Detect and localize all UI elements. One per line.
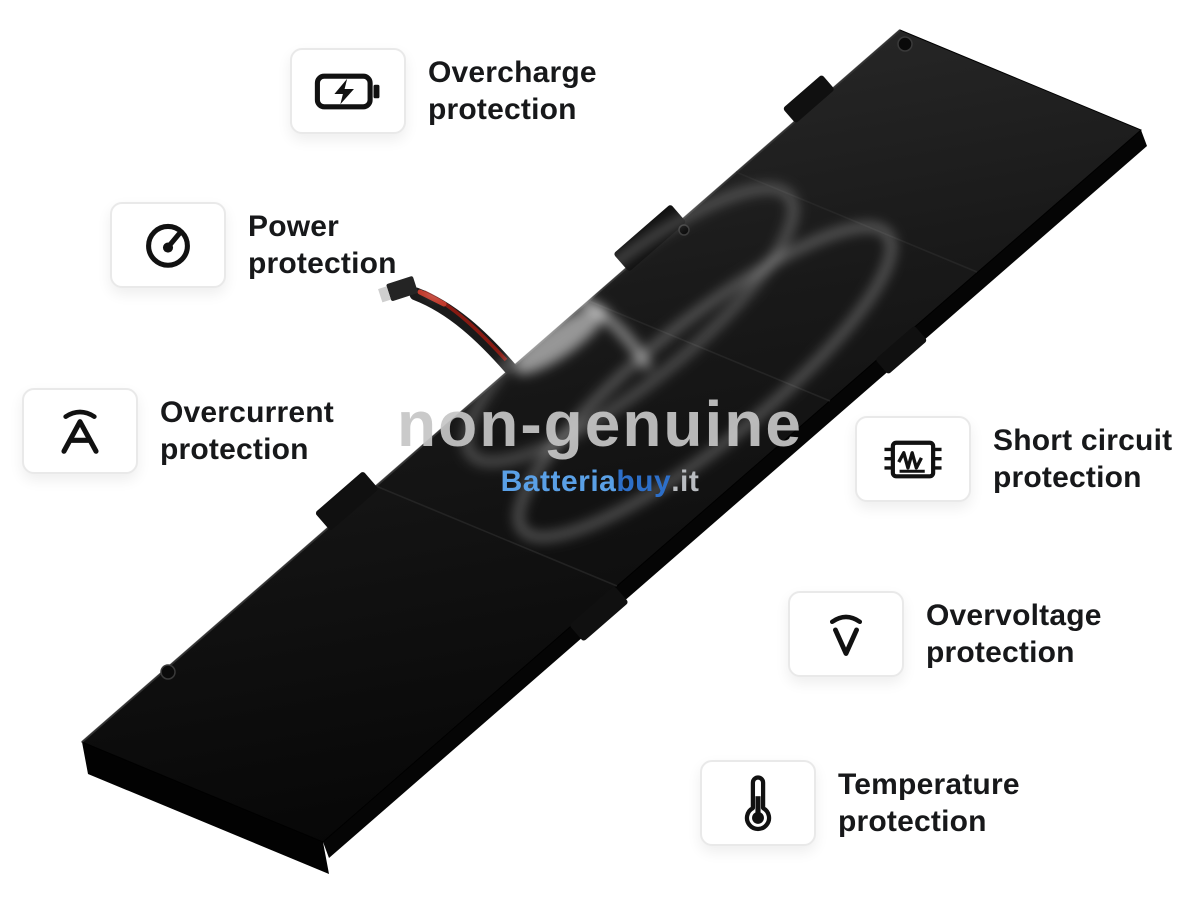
battery-charging-icon xyxy=(290,48,406,134)
callout-line2: protection xyxy=(926,636,1075,669)
callout-label: Temperature protection xyxy=(838,766,1020,840)
ampere-arc-icon xyxy=(22,388,138,474)
callout-line2: protection xyxy=(248,247,397,280)
gauge-icon xyxy=(110,202,226,288)
callout-line1: Overcurrent xyxy=(160,396,334,429)
callout-overvoltage-protection: Overvoltage protection xyxy=(788,591,1102,677)
battery-screw-holes xyxy=(160,36,913,680)
callout-line1: Short circuit xyxy=(993,424,1173,457)
callout-label: Overcurrent protection xyxy=(160,394,334,468)
smoke-swirl xyxy=(427,183,896,542)
callout-line1: Overvoltage xyxy=(926,599,1102,632)
callout-line1: Temperature xyxy=(838,768,1020,801)
callout-line2: protection xyxy=(428,93,577,126)
callout-overcurrent-protection: Overcurrent protection xyxy=(22,388,334,474)
callout-label: Overvoltage protection xyxy=(926,597,1102,671)
thermometer-icon xyxy=(700,760,816,846)
volt-arc-icon xyxy=(788,591,904,677)
callout-label: Overcharge protection xyxy=(428,54,597,128)
circuit-chip-icon xyxy=(855,416,971,502)
callout-line2: protection xyxy=(838,805,987,838)
callout-temperature-protection: Temperature protection xyxy=(700,760,1020,846)
battery-side-faces xyxy=(82,130,1147,874)
callout-overcharge-protection: Overcharge protection xyxy=(290,48,597,134)
cable-connector xyxy=(378,276,418,303)
callout-line2: protection xyxy=(160,433,309,466)
callout-line1: Overcharge xyxy=(428,56,597,89)
battery-cable xyxy=(378,276,517,375)
callout-label: Power protection xyxy=(248,208,397,282)
callout-line1: Power xyxy=(248,210,340,243)
callout-line2: protection xyxy=(993,461,1142,494)
callout-short-circuit-protection: Short circuit protection xyxy=(855,416,1172,502)
callout-label: Short circuit protection xyxy=(993,422,1172,496)
callout-power-protection: Power protection xyxy=(110,202,397,288)
